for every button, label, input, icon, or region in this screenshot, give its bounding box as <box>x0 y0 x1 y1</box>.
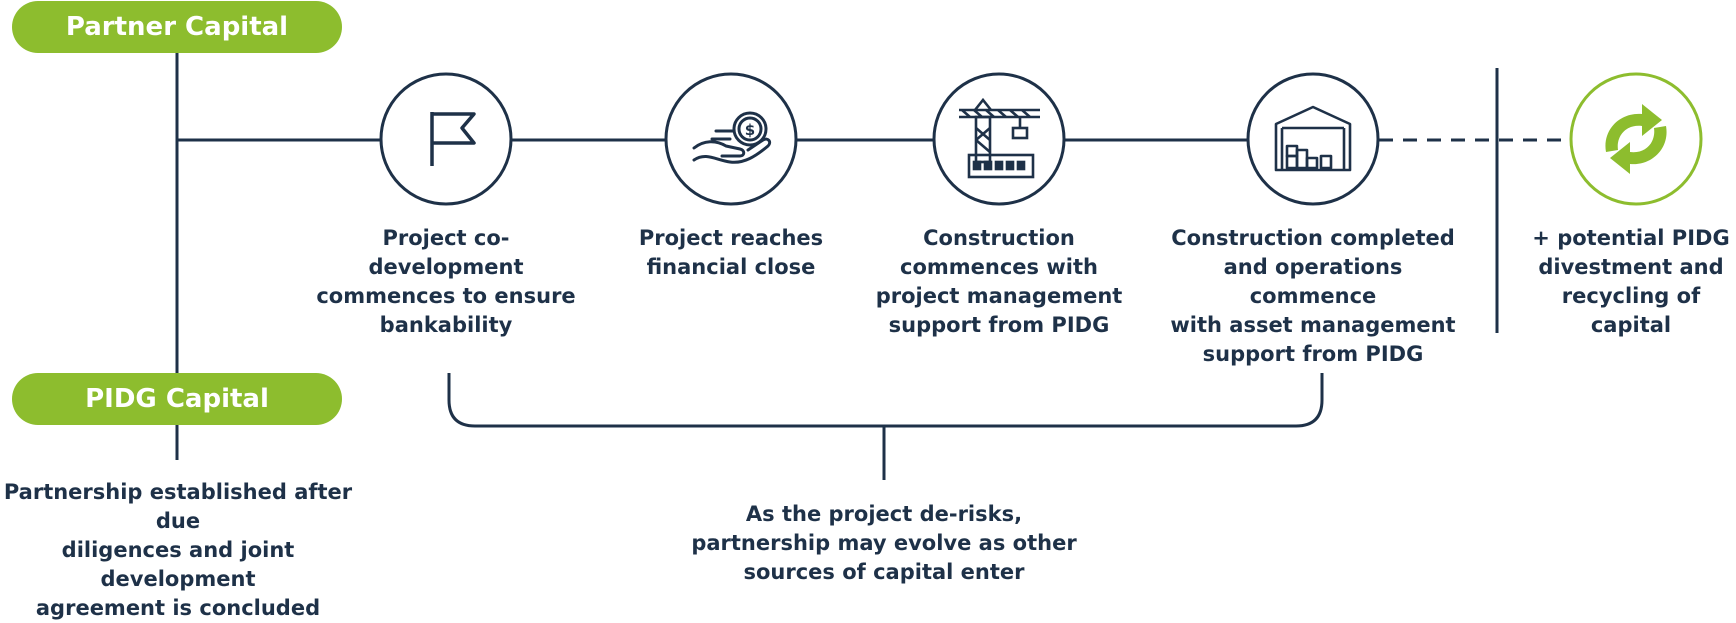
recycle-arrows-icon <box>1605 104 1667 174</box>
timeline-diagram: $ <box>175 52 1703 480</box>
step-circle-1 <box>379 72 513 206</box>
partnership-note: Partnership established after due dilige… <box>3 480 353 620</box>
warehouse-icon <box>1274 105 1352 172</box>
step-label-4: Construction completed and operations co… <box>1170 226 1456 366</box>
svg-text:$: $ <box>745 121 755 139</box>
step-label-5: + potential PIDG divestment and recyclin… <box>1532 226 1730 337</box>
derisk-bracket <box>447 373 1324 428</box>
step-circle-4 <box>1246 72 1380 206</box>
step-label-1: Project co-development commences to ensu… <box>316 226 576 337</box>
step-label-3: Construction commences with project mana… <box>875 226 1123 337</box>
step-circle-5 <box>1569 72 1703 206</box>
pidg-capital-pill: PIDG Capital <box>12 373 342 425</box>
step-label-2: Project reaches financial close <box>638 226 824 279</box>
derisk-note: As the project de-risks, partnership may… <box>691 502 1077 584</box>
hand-coin-icon: $ <box>692 111 772 164</box>
step-circle-3 <box>932 72 1066 206</box>
flag-icon <box>430 112 476 166</box>
partner-capital-pill: Partner Capital <box>12 1 342 53</box>
construction-crane-icon <box>959 97 1040 179</box>
